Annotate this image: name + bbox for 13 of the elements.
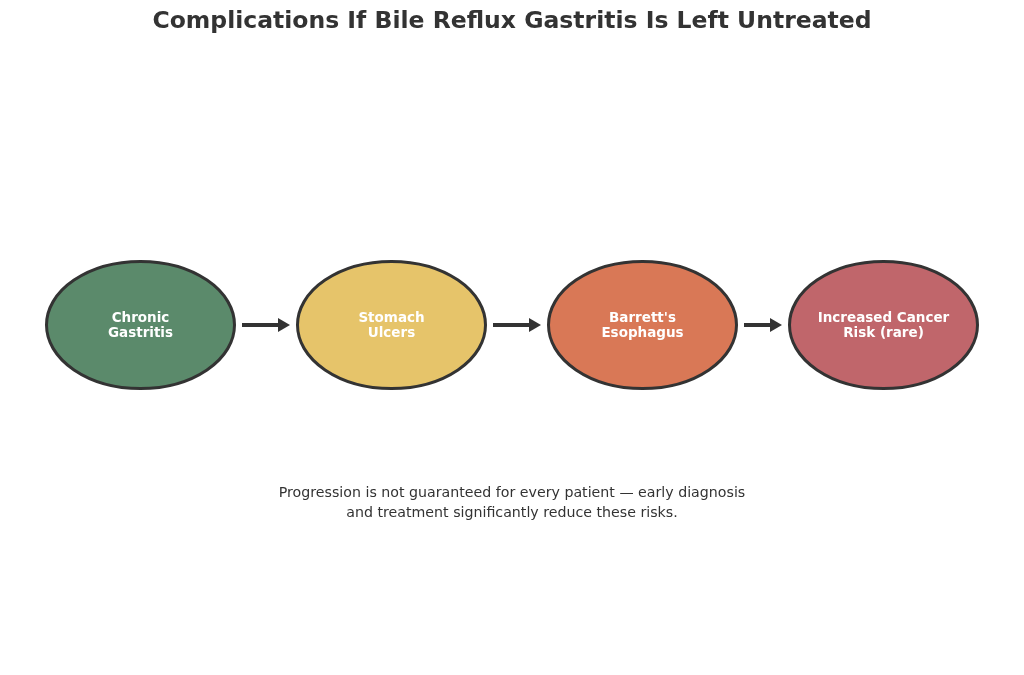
stage-ellipse: [296, 260, 487, 390]
stage-label: Chronic Gastritis: [106, 310, 175, 340]
stage-label: Increased Cancer Risk (rare): [816, 310, 951, 340]
arrow: [744, 318, 782, 332]
caption: Progression is not guaranteed for every patient — early diagnosis and treatment significantly reduce these risks.: [277, 483, 747, 522]
stage-ellipse: [788, 260, 979, 390]
stage-label: Barrett's Esophagus: [600, 310, 685, 340]
arrow: [493, 318, 541, 332]
stage-label: Stomach Ulcers: [357, 310, 426, 340]
stage-ellipse: [45, 260, 236, 390]
diagram-title: Complications If Bile Reflux Gastritis Is Left Untreated: [152, 5, 872, 35]
arrow: [242, 318, 290, 332]
stage-ellipse: [547, 260, 738, 390]
